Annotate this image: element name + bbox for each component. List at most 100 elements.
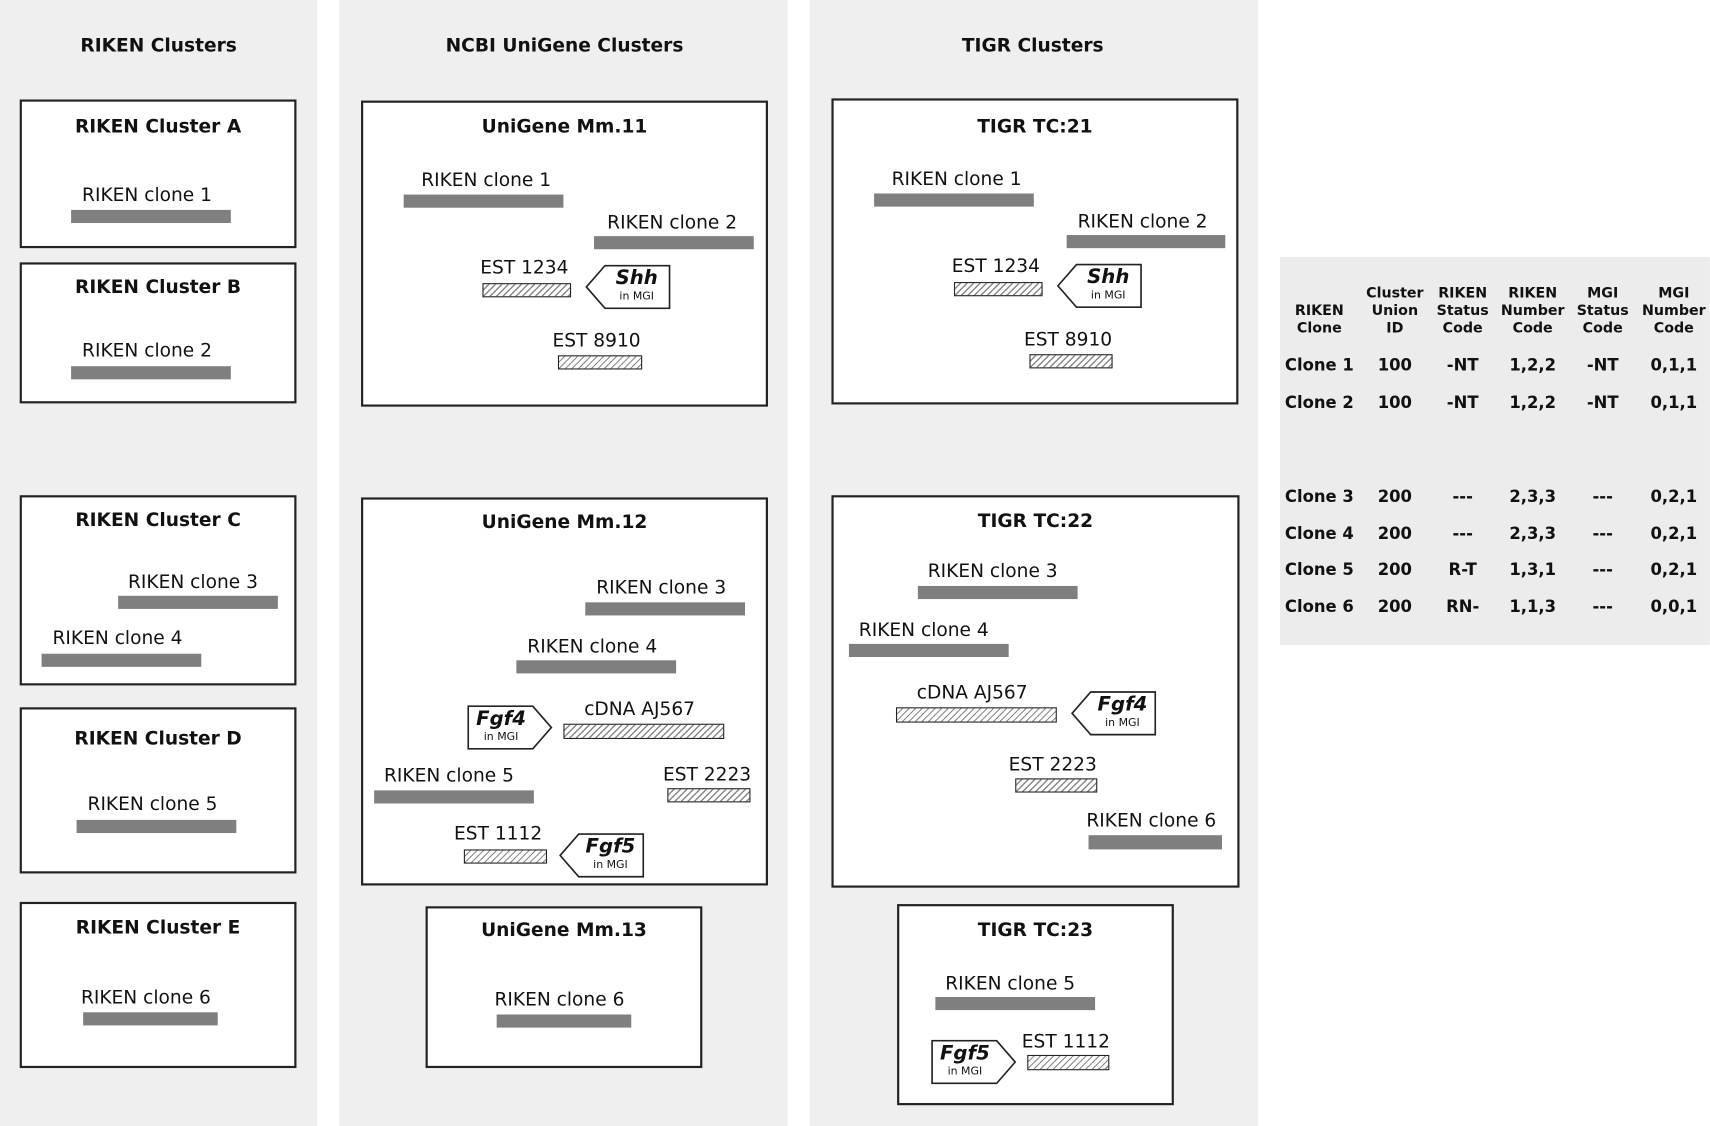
header-line: Union xyxy=(1371,302,1419,320)
table-cell: --- xyxy=(1452,523,1473,544)
riken-clone-bar xyxy=(374,790,534,804)
header-line: Status xyxy=(1576,302,1629,320)
cluster-title: TIGR TC:21 xyxy=(977,115,1093,138)
cluster-title: RIKEN Cluster D xyxy=(74,728,242,750)
table-cell: Clone 3 xyxy=(1284,486,1354,507)
cluster-title: RIKEN Cluster A xyxy=(74,115,242,138)
gene-name: Shh xyxy=(1087,265,1130,289)
riken-cluster-a: RIKEN Cluster A RIKEN clone 1 xyxy=(19,99,297,249)
clone-label: RIKEN clone 6 xyxy=(494,989,625,1012)
clone-label: RIKEN clone 2 xyxy=(1077,210,1208,233)
cluster-title: RIKEN Cluster B xyxy=(75,276,242,299)
table-cell: Clone 6 xyxy=(1284,596,1354,617)
cluster-title: RIKEN Cluster C xyxy=(75,509,241,532)
riken-clone-bar xyxy=(516,660,677,674)
cluster-title: UniGene Mm.12 xyxy=(481,511,648,534)
est-hatched-bar xyxy=(667,788,751,803)
arrow-tag-left-icon xyxy=(585,264,671,310)
table-cell: -NT xyxy=(1586,355,1619,375)
table-cell: 200 xyxy=(1377,559,1412,580)
clone-label: RIKEN clone 6 xyxy=(80,987,211,1010)
riken-clone-bar xyxy=(41,653,202,667)
cluster-title: UniGene Mm.11 xyxy=(481,115,648,138)
table-cell: 200 xyxy=(1377,486,1412,507)
clone-label: RIKEN clone 2 xyxy=(607,212,738,234)
mgi-gene-tag-fgf4: Fgf4 in MGI xyxy=(467,705,553,750)
table-cell: 1,1,3 xyxy=(1509,596,1557,617)
arrow-tag-left-icon xyxy=(1071,691,1157,736)
riken-clone-bar xyxy=(585,602,746,616)
mgi-gene-tag-fgf4: Fgf4 in MGI xyxy=(1071,691,1157,736)
header-line: Number xyxy=(1641,302,1706,320)
header-line: Clone xyxy=(1296,320,1342,337)
clone-label: RIKEN clone 2 xyxy=(82,339,212,362)
riken-cluster-c: RIKEN Cluster C RIKEN clone 3 RIKEN clon… xyxy=(19,495,297,686)
mgi-gene-tag-fgf5: Fgf5 in MGI xyxy=(559,833,645,878)
gene-source: in MGI xyxy=(947,1065,983,1078)
cdna-hatched-bar xyxy=(895,707,1057,723)
header-line: Code xyxy=(1442,320,1483,337)
table-cell: 0,0,1 xyxy=(1650,596,1698,617)
clone-label: RIKEN clone 6 xyxy=(1086,810,1217,832)
table-cell: --- xyxy=(1592,486,1613,507)
riken-clone-bar xyxy=(594,236,754,250)
tigr-tc23: TIGR TC:23 RIKEN clone 5 Fgf5 in MGI EST… xyxy=(897,904,1174,1106)
clone-label: RIKEN clone 5 xyxy=(945,972,1076,995)
clone-label: RIKEN clone 1 xyxy=(421,169,552,192)
column-heading: NCBI UniGene Clusters xyxy=(445,34,684,57)
clone-label: RIKEN clone 4 xyxy=(858,619,989,642)
cluster-title: RIKEN Cluster E xyxy=(75,917,241,940)
riken-cluster-d: RIKEN Cluster D RIKEN clone 5 xyxy=(19,707,297,874)
column-heading: RIKEN Clusters xyxy=(80,34,237,57)
table-cell: 2,3,3 xyxy=(1509,523,1557,544)
est-hatched-bar xyxy=(1015,778,1098,793)
header-line: ID xyxy=(1386,320,1404,337)
riken-clone-bar xyxy=(935,996,1096,1011)
est-label: EST 1234 xyxy=(951,255,1040,278)
gene-name: Fgf4 xyxy=(476,707,526,731)
table-cell: Clone 1 xyxy=(1284,355,1354,375)
header-line: Code xyxy=(1512,320,1553,337)
riken-clone-bar xyxy=(118,595,278,609)
tigr-tc21: TIGR TC:21 RIKEN clone 1 RIKEN clone 2 E… xyxy=(831,98,1239,405)
riken-clone-bar xyxy=(1088,835,1222,850)
table-cell: 0,2,1 xyxy=(1650,486,1698,507)
clone-label: RIKEN clone 3 xyxy=(596,577,727,600)
clone-label: RIKEN clone 1 xyxy=(82,184,212,207)
table-cell: 0,2,1 xyxy=(1650,559,1698,580)
cluster-title: TIGR TC:23 xyxy=(977,919,1094,942)
table-cell: -NT xyxy=(1446,355,1479,375)
unigene-mm12: UniGene Mm.12 RIKEN clone 3 RIKEN clone … xyxy=(361,497,768,886)
mgi-gene-tag-shh: Shh in MGI xyxy=(1056,263,1142,309)
clone-label: RIKEN clone 5 xyxy=(87,793,218,816)
gene-source: in MGI xyxy=(1090,289,1126,302)
cluster-title: TIGR TC:22 xyxy=(977,510,1094,533)
est-hatched-bar xyxy=(1029,354,1113,369)
header-line: MGI xyxy=(1658,285,1690,302)
gene-source: in MGI xyxy=(593,859,628,872)
est-label: EST 1112 xyxy=(454,823,543,846)
arrow-tag-left-icon xyxy=(559,833,645,878)
mgi-gene-tag-fgf5: Fgf5 in MGI xyxy=(931,1039,1017,1085)
header-line: RIKEN xyxy=(1438,285,1488,302)
table-cell: Clone 2 xyxy=(1284,392,1354,413)
gene-source: in MGI xyxy=(1105,717,1140,730)
header-line: Cluster xyxy=(1366,285,1424,302)
table-cell: 0,1,1 xyxy=(1650,355,1698,375)
arrow-tag-right-icon xyxy=(931,1039,1017,1085)
header-line: RIKEN xyxy=(1508,285,1558,302)
riken-clone-bar xyxy=(874,193,1034,207)
mgi-gene-tag-shh: Shh in MGI xyxy=(585,264,671,310)
table-cell: R-T xyxy=(1448,559,1477,580)
header-line: RIKEN xyxy=(1294,302,1344,320)
clone-label: RIKEN clone 3 xyxy=(927,560,1058,583)
riken-clone-bar xyxy=(1066,235,1226,249)
riken-clone-bar xyxy=(71,366,231,380)
header-line: MGI xyxy=(1587,285,1619,302)
